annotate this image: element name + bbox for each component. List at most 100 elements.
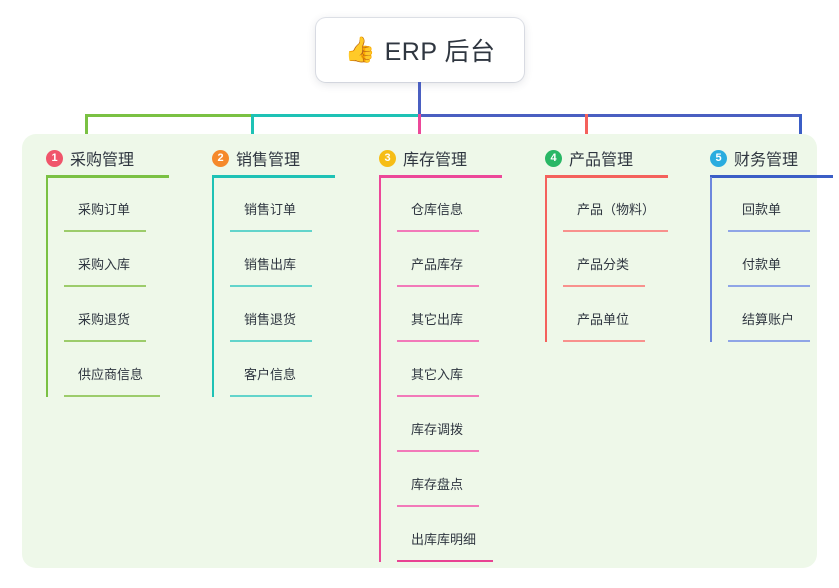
list-item-rule (230, 340, 312, 342)
branch-header-3[interactable]: 3 库存管理 (363, 142, 523, 178)
list-item-rule (397, 395, 479, 397)
list-item[interactable]: 供应商信息 (46, 342, 190, 397)
list-item[interactable]: 采购退货 (46, 287, 190, 342)
list-item[interactable]: 其它出库 (379, 287, 523, 342)
list-item-rule (397, 285, 479, 287)
branch-column-5: 5 财务管理 回款单 付款单 结算账户 (694, 142, 839, 342)
branch-spine-3 (379, 177, 381, 562)
list-item-label: 回款单 (742, 202, 782, 217)
list-item-label: 销售退货 (244, 312, 297, 327)
branch-spine-4 (545, 177, 547, 342)
branch-title-4: 产品管理 (569, 152, 634, 169)
branch-rule-4 (545, 175, 668, 178)
branch-rule-5 (710, 175, 833, 178)
list-item-label: 仓库信息 (411, 202, 464, 217)
list-item[interactable]: 产品库存 (379, 232, 523, 287)
list-item-label: 产品（物料） (577, 202, 656, 217)
drop-leg-4 (585, 114, 588, 148)
list-item-label: 其它出库 (411, 312, 464, 327)
list-item-label: 供应商信息 (78, 367, 144, 382)
branch-badge-2: 2 (212, 149, 229, 167)
root-node[interactable]: 👍 ERP 后台 (316, 18, 524, 82)
branch-header-5[interactable]: 5 财务管理 (694, 142, 839, 178)
list-item[interactable]: 采购入库 (46, 232, 190, 287)
drop-leg-2 (251, 114, 254, 148)
list-item[interactable]: 采购订单 (46, 177, 190, 232)
list-item[interactable]: 销售出库 (212, 232, 356, 287)
branch-rule-1 (46, 175, 169, 178)
list-item-rule (397, 560, 493, 562)
list-item-label: 销售订单 (244, 202, 297, 217)
branch-badge-4: 4 (545, 149, 562, 167)
branch-items-4: 产品（物料） 产品分类 产品单位 (529, 177, 689, 342)
list-item[interactable]: 其它入库 (379, 342, 523, 397)
list-item-rule (728, 340, 810, 342)
branch-column-1: 1 采购管理 采购订单 采购入库 采购退货 供应商信息 (30, 142, 190, 397)
branch-rule-3 (379, 175, 502, 178)
list-item[interactable]: 付款单 (710, 232, 839, 287)
content-panel (22, 134, 817, 568)
list-item-rule (64, 340, 146, 342)
list-item-label: 产品库存 (411, 257, 464, 272)
list-item-rule (397, 340, 479, 342)
list-item-rule (64, 285, 146, 287)
branch-column-4: 4 产品管理 产品（物料） 产品分类 产品单位 (529, 142, 689, 342)
branch-header-2[interactable]: 2 销售管理 (196, 142, 356, 178)
drop-leg-1 (85, 114, 88, 148)
list-item-rule (563, 230, 668, 232)
list-item[interactable]: 回款单 (710, 177, 839, 232)
branch-rule-2 (212, 175, 335, 178)
list-item-rule (230, 285, 312, 287)
branch-title-5: 财务管理 (734, 152, 799, 169)
thumbs-up-icon: 👍 (344, 35, 376, 64)
branch-title-2: 销售管理 (236, 152, 301, 169)
list-item-label: 产品分类 (577, 257, 630, 272)
branch-header-4[interactable]: 4 产品管理 (529, 142, 689, 178)
branch-column-2: 2 销售管理 销售订单 销售出库 销售退货 客户信息 (196, 142, 356, 397)
list-item-rule (64, 230, 146, 232)
list-item[interactable]: 产品分类 (545, 232, 689, 287)
list-item-rule (397, 450, 479, 452)
list-item-label: 库存调拨 (411, 422, 464, 437)
list-item[interactable]: 销售订单 (212, 177, 356, 232)
bus-segment-teal (251, 114, 418, 117)
list-item[interactable]: 库存调拨 (379, 397, 523, 452)
list-item[interactable]: 结算账户 (710, 287, 839, 342)
branch-spine-2 (212, 177, 214, 397)
list-item-rule (64, 395, 160, 397)
list-item-label: 客户信息 (244, 367, 297, 382)
root-title: ERP 后台 (384, 38, 496, 66)
list-item-rule (230, 230, 312, 232)
branch-header-1[interactable]: 1 采购管理 (30, 142, 190, 178)
branch-badge-1: 1 (46, 149, 63, 167)
branch-title-3: 库存管理 (403, 152, 468, 169)
list-item-label: 产品单位 (577, 312, 630, 327)
branch-items-2: 销售订单 销售出库 销售退货 客户信息 (196, 177, 356, 397)
list-item-rule (563, 285, 645, 287)
branch-items-3: 仓库信息 产品库存 其它出库 其它入库 库存调拨 库存盘点 (363, 177, 523, 562)
branch-spine-5 (710, 177, 712, 342)
list-item-label: 付款单 (742, 257, 782, 272)
list-item[interactable]: 产品单位 (545, 287, 689, 342)
list-item[interactable]: 销售退货 (212, 287, 356, 342)
list-item-rule (563, 340, 645, 342)
list-item-label: 销售出库 (244, 257, 297, 272)
list-item[interactable]: 仓库信息 (379, 177, 523, 232)
branch-items-1: 采购订单 采购入库 采购退货 供应商信息 (30, 177, 190, 397)
list-item-label: 采购入库 (78, 257, 131, 272)
list-item-label: 库存盘点 (411, 477, 464, 492)
branch-column-3: 3 库存管理 仓库信息 产品库存 其它出库 其它入库 库存调拨 (363, 142, 523, 562)
drop-leg-5 (799, 114, 802, 148)
bus-segment-green (85, 114, 251, 117)
drop-leg-3 (418, 114, 421, 148)
bus-segment-blue (418, 114, 801, 117)
list-item-rule (397, 505, 479, 507)
branch-spine-1 (46, 177, 48, 397)
list-item[interactable]: 客户信息 (212, 342, 356, 397)
list-item[interactable]: 库存盘点 (379, 452, 523, 507)
list-item-label: 采购退货 (78, 312, 131, 327)
list-item[interactable]: 出库库明细 (379, 507, 523, 562)
list-item-rule (728, 285, 810, 287)
branch-items-5: 回款单 付款单 结算账户 (694, 177, 839, 342)
list-item[interactable]: 产品（物料） (545, 177, 689, 232)
